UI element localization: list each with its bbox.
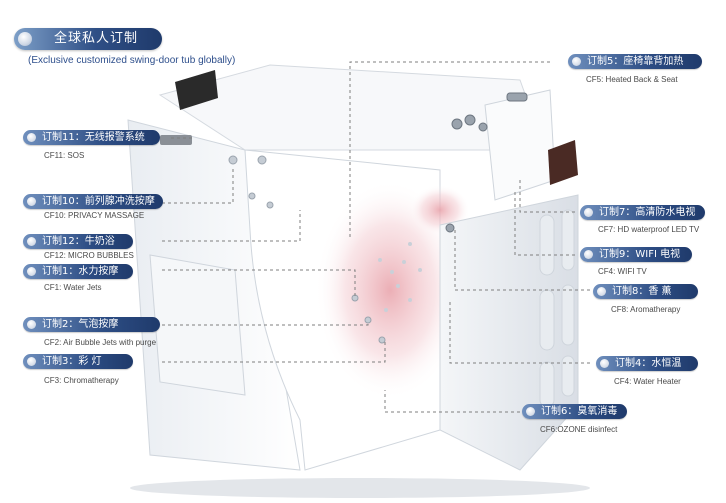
callout-cf9: 订制9：WIFI 电视 — [580, 247, 692, 262]
bullet-icon — [27, 267, 36, 276]
callout-caption: CF4: Water Heater — [614, 377, 681, 386]
callout-label: 订制12：牛奶浴 — [42, 236, 115, 247]
callout-cf8: 订制8：香 薰 — [593, 284, 698, 299]
callout-label: 订制10：前列腺冲洗按摩 — [42, 196, 155, 207]
callout-cf6: 订制6：臭氧消毒 — [522, 404, 627, 419]
callout-cf4: 订制4：水恒温 — [596, 356, 698, 371]
callout-caption: CF6:OZONE disinfect — [540, 425, 618, 434]
callout-label: 订制8：香 薰 — [612, 286, 672, 297]
bullet-icon — [27, 197, 36, 206]
callout-label: 订制6：臭氧消毒 — [541, 406, 618, 417]
bullet-icon — [27, 357, 36, 366]
callout-label: 订制2：气泡按摩 — [42, 319, 119, 330]
bullet-icon — [27, 133, 36, 142]
bullet-icon — [584, 208, 593, 217]
callout-cf10: 订制10：前列腺冲洗按摩 — [23, 194, 163, 209]
callout-caption: CF10: PRIVACY MASSAGE — [44, 211, 145, 220]
callout-label: 订制5：座椅靠背加热 — [587, 56, 684, 67]
callout-caption: CF12: MICRO BUBBLES — [44, 251, 134, 260]
callout-cf12: 订制12：牛奶浴 — [23, 234, 133, 249]
callout-cf5: 订制5：座椅靠背加热 — [568, 54, 702, 69]
callout-label: 订制1：水力按摩 — [42, 266, 119, 277]
header-banner: 全球私人订制 — [14, 28, 162, 50]
callout-caption: CF8: Aromatherapy — [611, 305, 681, 314]
bullet-icon — [27, 320, 36, 329]
callout-caption: CF5: Heated Back & Seat — [586, 75, 678, 84]
callout-caption: CF1: Water Jets — [44, 283, 102, 292]
page-subtitle: (Exclusive customized swing-door tub glo… — [28, 55, 236, 66]
callout-label: 订制4：水恒温 — [615, 358, 682, 369]
callout-cf3: 订制3：彩 灯 — [23, 354, 133, 369]
leader-lines — [162, 61, 590, 413]
callout-cf2: 订制2：气泡按摩 — [23, 317, 160, 332]
callout-caption: CF7: HD waterproof LED TV — [598, 225, 700, 234]
bullet-icon — [572, 57, 581, 66]
bullet-icon — [600, 359, 609, 368]
callout-cf1: 订制1：水力按摩 — [23, 264, 133, 279]
callout-label: 订制9：WIFI 电视 — [599, 249, 681, 260]
callout-cf7: 订制7：高清防水电视 — [580, 205, 705, 220]
bullet-icon — [526, 407, 535, 416]
callout-caption: CF2: Air Bubble Jets with purge — [44, 338, 157, 347]
callout-label: 订制3：彩 灯 — [42, 356, 102, 367]
callout-caption: CF3: Chromatherapy — [44, 376, 119, 385]
callout-label: 订制7：高清防水电视 — [599, 207, 696, 218]
callout-caption: CF11: SOS — [44, 151, 85, 160]
bullet-icon — [584, 250, 593, 259]
bullet-icon — [27, 237, 36, 246]
callout-caption: CF4: WIFI TV — [598, 267, 647, 276]
callout-label: 订制11：无线报警系统 — [42, 132, 145, 143]
callout-cf11: 订制11：无线报警系统 — [23, 130, 160, 145]
page-title: 全球私人订制 — [54, 31, 139, 46]
bullet-icon — [597, 287, 606, 296]
bullet-icon — [18, 32, 32, 46]
